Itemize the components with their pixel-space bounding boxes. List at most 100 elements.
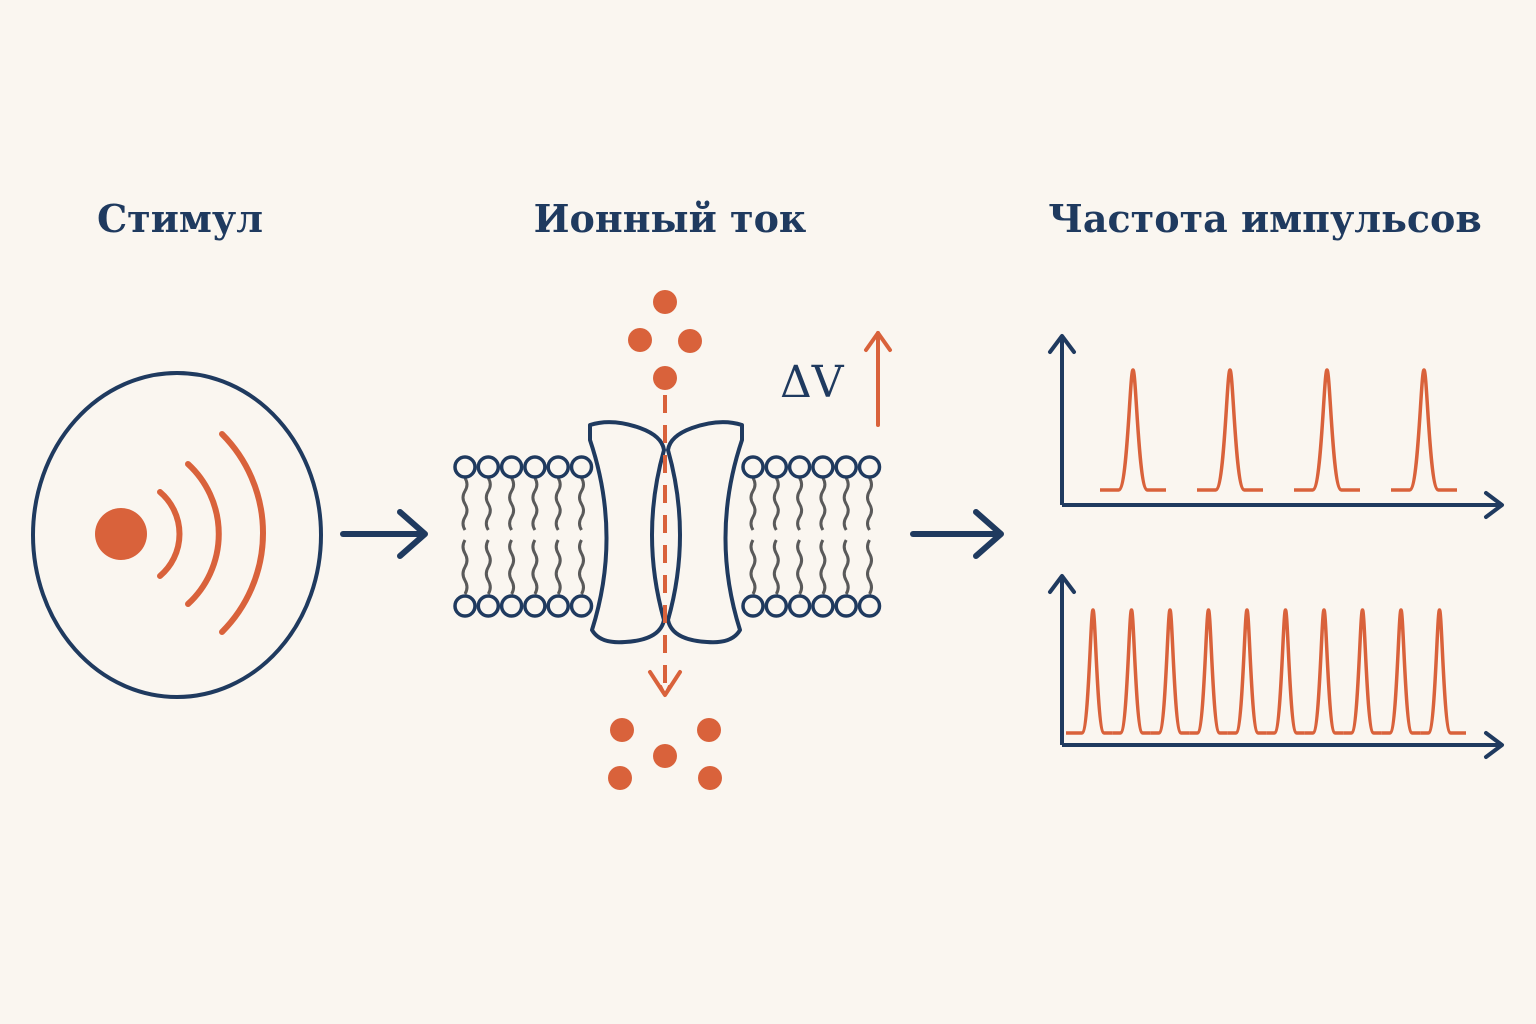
right-arrow-icon (340, 509, 428, 559)
lipid-head (834, 594, 858, 618)
lipid-tail (749, 539, 757, 595)
lipid-head (811, 455, 835, 479)
lipid-head (764, 455, 789, 479)
ion (608, 766, 632, 790)
lipid-tail (772, 539, 780, 595)
ions-outside (628, 290, 702, 390)
lipid-tail (554, 477, 562, 531)
lipid-head (741, 594, 765, 618)
pulse-train-high (1066, 608, 1466, 735)
pulse-spike (1197, 368, 1263, 492)
stimulus-wave-2 (185, 461, 222, 607)
ion (610, 718, 634, 742)
low-rate-pulse-chart (1048, 334, 1504, 519)
channel-protein-left (588, 420, 666, 645)
pulse-spike (1294, 368, 1360, 492)
pulse-spike (1112, 608, 1151, 735)
lipid-tail (461, 477, 469, 531)
pulse-spike (1343, 608, 1382, 735)
lipid-tail (508, 477, 516, 531)
pulse-spike (1420, 608, 1466, 735)
lipid-tail (772, 477, 780, 531)
pulse-spike (1100, 368, 1166, 492)
lipid-head (523, 594, 547, 618)
x-axis-arrowhead (1484, 491, 1504, 519)
lipid-tails (461, 477, 873, 595)
lipid-head (741, 455, 765, 479)
lipid-tail (819, 477, 827, 531)
lipid-head (453, 455, 477, 479)
stimulus-circle (31, 371, 323, 699)
lipid-head (787, 594, 812, 618)
y-axis-arrowhead (1048, 334, 1076, 354)
lipid-tail (484, 477, 492, 531)
lipid-tail (842, 477, 850, 531)
up-arrow-icon (864, 331, 892, 427)
ion-channel (588, 395, 744, 697)
pulse-spike (1189, 608, 1228, 735)
pulse-spike (1381, 608, 1421, 735)
y-axis-arrowhead (1048, 574, 1076, 594)
ion (698, 766, 722, 790)
ion (653, 744, 677, 768)
ion (628, 328, 652, 352)
pulse-rate-heading: Частота импульсов (1048, 196, 1482, 241)
stimulus-heading: Стимул (96, 196, 264, 241)
ion (697, 718, 721, 742)
pulse-spike (1304, 608, 1344, 735)
lipid-head (857, 594, 882, 618)
lipid-head (764, 594, 789, 618)
lipid-tail (866, 477, 873, 531)
lipid-head (476, 594, 501, 618)
lipid-tail (866, 539, 873, 595)
pulse-spike (1150, 608, 1190, 735)
signal-waves-icon (31, 371, 323, 699)
lipid-head (834, 455, 858, 479)
pulse-train-low (1100, 368, 1457, 492)
ions-inside (608, 718, 722, 790)
lipid-head (569, 594, 594, 618)
lipid-tail (578, 477, 585, 531)
lipid-head (499, 455, 524, 479)
lipid-head (523, 455, 547, 479)
x-axis-arrowhead (1484, 731, 1504, 759)
lipid-tail (749, 477, 757, 531)
lipid-tail (578, 539, 585, 595)
lipid-head (546, 455, 570, 479)
ion-flow-arrowhead (648, 670, 682, 697)
membrane (453, 455, 882, 618)
pulse-spike (1266, 608, 1305, 735)
lipid-head (857, 455, 882, 479)
pulse-spike (1227, 608, 1267, 735)
lipid-tail (842, 539, 850, 595)
lipid-tail (531, 539, 539, 595)
stimulus-wave-3 (219, 431, 266, 635)
lipid-tail (796, 539, 804, 595)
stimulus-wave-1 (157, 489, 183, 579)
stimulus-source-dot (95, 508, 147, 560)
ion-current-heading: Ионный ток (533, 196, 807, 241)
channel-protein-right (666, 420, 744, 645)
lipid-head (569, 455, 594, 479)
lipid-head (811, 594, 835, 618)
pulse-spike (1066, 608, 1113, 735)
ion (678, 329, 702, 353)
lipid-head (787, 455, 812, 479)
ion (653, 290, 677, 314)
lipid-head (546, 594, 570, 618)
pulse-spike (1391, 368, 1457, 492)
right-arrow-icon (910, 509, 1004, 559)
lipid-tail (484, 539, 492, 595)
lipid-tail (819, 539, 827, 595)
high-rate-pulse-chart (1048, 574, 1504, 759)
lipid-head (453, 594, 477, 618)
lipid-tail (796, 477, 804, 531)
delta-v-label: ΔV (780, 357, 845, 408)
lipid-heads (453, 455, 882, 618)
lipid-tail (531, 477, 539, 531)
lipid-tail (461, 539, 469, 595)
ion (653, 366, 677, 390)
lipid-head (499, 594, 524, 618)
